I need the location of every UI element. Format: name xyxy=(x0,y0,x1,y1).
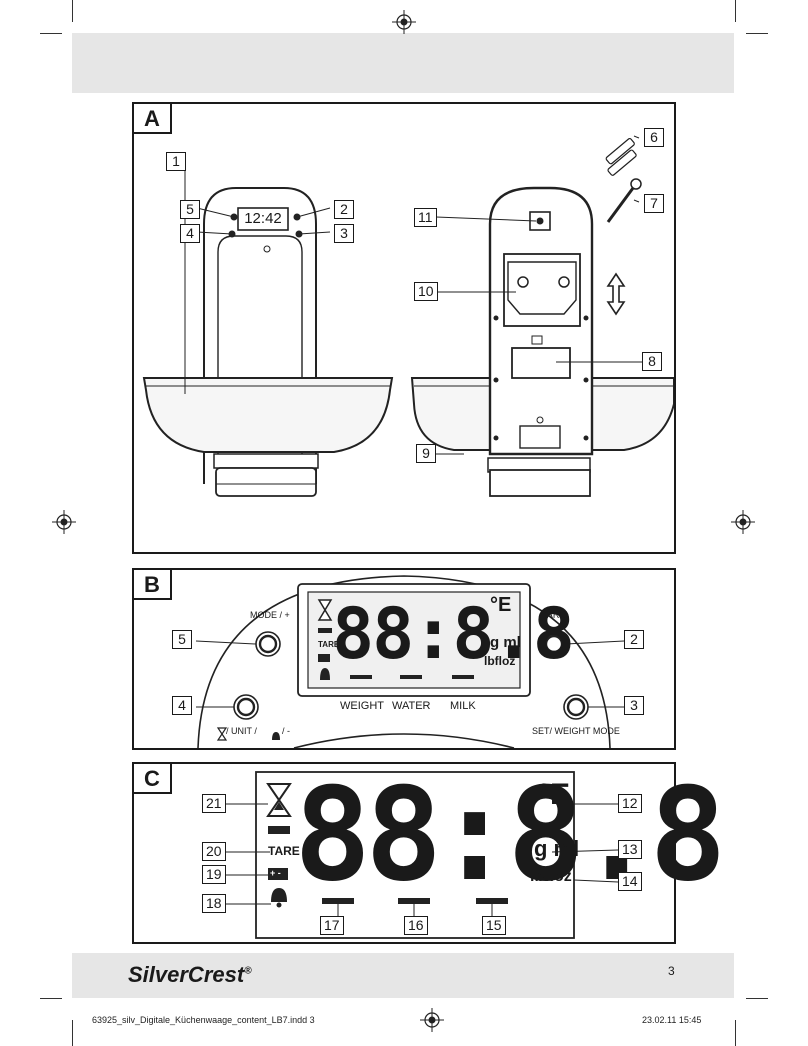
set-button-label: SET/ WEIGHT MODE xyxy=(532,726,620,736)
mode-button-label: MODE / + xyxy=(250,610,290,620)
crop-mark xyxy=(746,33,768,34)
tare-button-label: TARE xyxy=(542,610,566,620)
figure-b-panel: B 88:8.8 °E g ml lbfloz TARE MODE / + TA… xyxy=(132,568,676,750)
slug-date: 23.02.11 15:45 xyxy=(642,1015,702,1025)
figure-b-illustration xyxy=(195,575,625,748)
callout-13: 13 xyxy=(618,840,642,859)
tare-indicator: TARE xyxy=(318,640,340,649)
brand-mark: ® xyxy=(244,965,252,977)
figure-letter: B xyxy=(134,570,172,600)
callout-2: 2 xyxy=(624,630,644,649)
callout-4: 4 xyxy=(180,224,200,243)
callout-17: 17 xyxy=(320,916,344,935)
figure-c-panel: C 88:8.8 °E g ml lbfloz TARE + - 12 13 1… xyxy=(132,762,726,944)
battery-icon: + - xyxy=(270,868,281,878)
clock-display: 12:42 xyxy=(244,210,282,227)
callout-3: 3 xyxy=(334,224,354,243)
header-band xyxy=(72,33,734,93)
crop-mark xyxy=(72,1020,73,1046)
crop-mark xyxy=(735,0,736,22)
unit-degree: °E xyxy=(490,594,512,616)
mode-water: WATER xyxy=(392,700,431,712)
footer-band xyxy=(72,953,734,998)
callout-9: 9 xyxy=(416,444,436,463)
callout-5: 5 xyxy=(180,200,200,219)
figure-letter: C xyxy=(134,764,172,794)
registration-mark-icon xyxy=(420,1008,444,1032)
mode-weight: WEIGHT xyxy=(340,700,384,712)
callout-8: 8 xyxy=(642,352,662,371)
callout-7: 7 xyxy=(644,194,664,213)
callout-20: 20 xyxy=(202,842,226,861)
brand-name: SilverCrest xyxy=(128,962,245,987)
brand-logo: SilverCrest® xyxy=(128,962,252,988)
lcd-digits: 88:8.8 xyxy=(294,761,726,910)
figure-c-illustration xyxy=(218,771,619,939)
mode-milk: MILK xyxy=(450,700,476,712)
callout-6: 6 xyxy=(644,128,664,147)
callout-18: 18 xyxy=(202,894,226,913)
callout-21: 21 xyxy=(202,794,226,813)
tare-indicator: TARE xyxy=(268,844,300,858)
crop-mark xyxy=(40,33,62,34)
figure-letter: A xyxy=(134,104,172,134)
unit-gml: g ml xyxy=(534,836,580,861)
callout-1: 1 xyxy=(166,152,186,171)
figure-a-illustration xyxy=(142,135,674,497)
registration-mark-icon xyxy=(731,510,755,534)
callout-16: 16 xyxy=(404,916,428,935)
unit-button-label: / UNIT / xyxy=(226,726,257,736)
slug-filename: 63925_silv_Digitale_Küchenwaage_content_… xyxy=(92,1015,315,1025)
registration-mark-icon xyxy=(392,10,416,34)
callout-10: 10 xyxy=(414,282,438,301)
callout-3: 3 xyxy=(624,696,644,715)
callout-19: 19 xyxy=(202,865,226,884)
crop-mark xyxy=(40,998,62,999)
page-number: 3 xyxy=(668,964,675,978)
unit-button-label-end: / - xyxy=(282,726,290,736)
unit-gml: g ml xyxy=(490,634,521,651)
callout-5: 5 xyxy=(172,630,192,649)
unit-lbfloz: lbfloz xyxy=(484,654,516,668)
crop-mark xyxy=(72,0,73,22)
registration-mark-icon xyxy=(52,510,76,534)
crop-mark xyxy=(746,998,768,999)
callout-12: 12 xyxy=(618,794,642,813)
callout-2: 2 xyxy=(334,200,354,219)
crop-mark xyxy=(735,1020,736,1046)
unit-lbfloz: lbfloz xyxy=(530,868,572,885)
callout-15: 15 xyxy=(482,916,506,935)
callout-4: 4 xyxy=(172,696,192,715)
callout-11: 11 xyxy=(414,208,437,227)
callout-14: 14 xyxy=(618,872,642,891)
unit-degree: °E xyxy=(538,778,571,811)
lcd-digits: 88:8.8 xyxy=(332,593,575,675)
figure-a-panel: A 1 2 3 4 5 6 7 8 9 10 11 12:42 xyxy=(132,102,676,554)
